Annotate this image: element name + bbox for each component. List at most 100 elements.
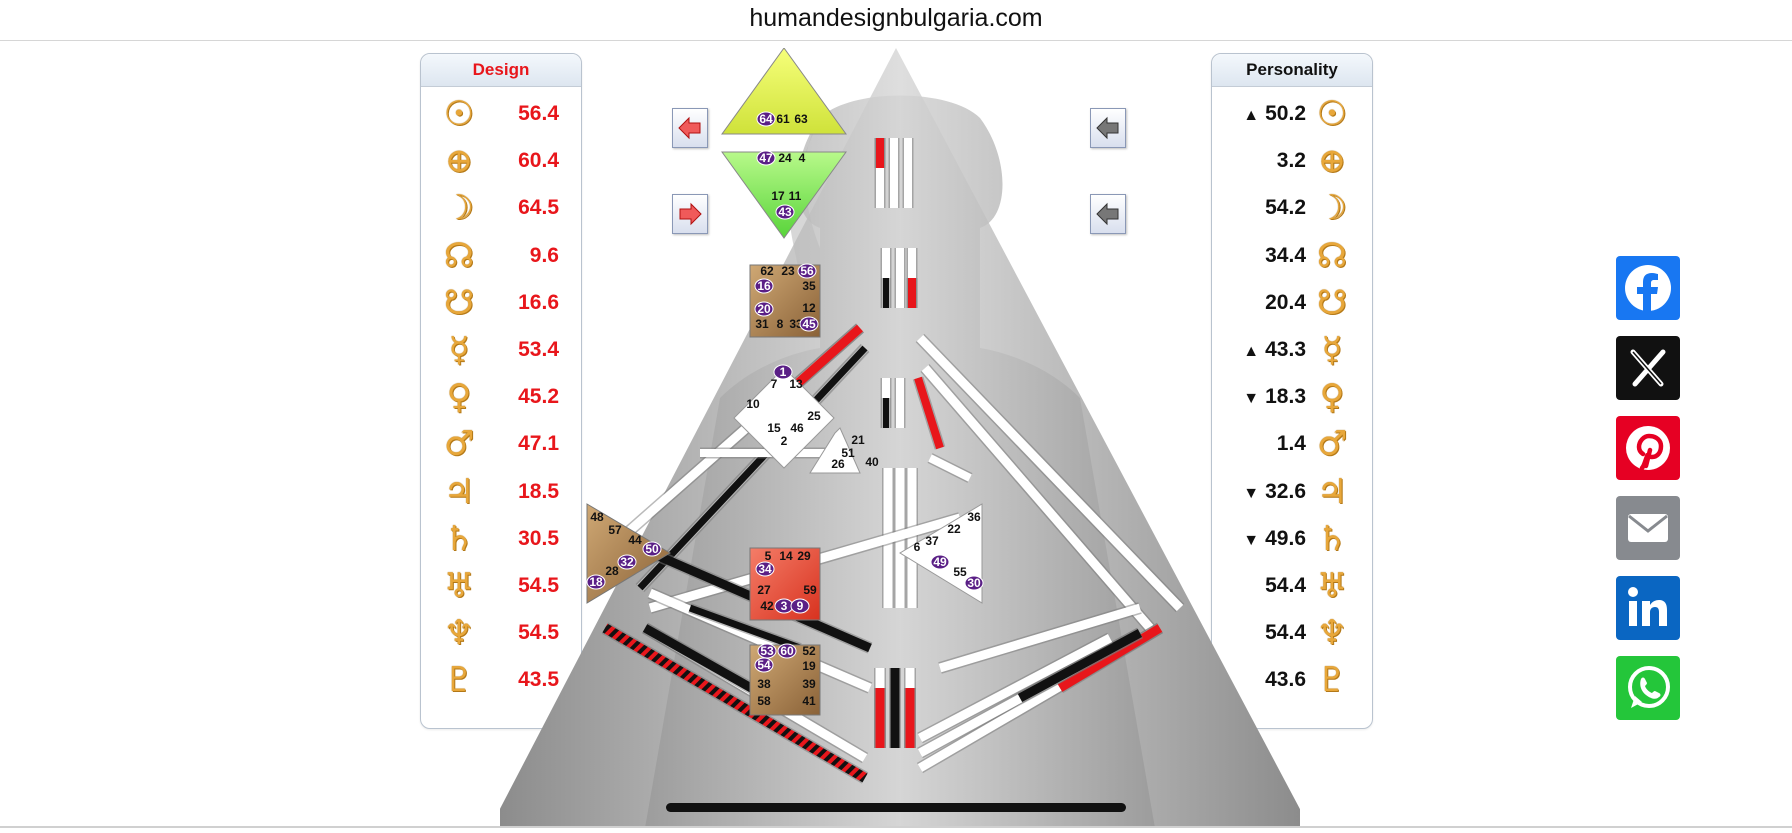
gate-34: 34 [758, 562, 772, 576]
design-row-south-node: ☋16.6 [421, 281, 581, 325]
design-value-earth: 60.4 [481, 139, 559, 183]
gate-badge-49 [930, 554, 950, 570]
design-value-pluto: 43.5 [481, 658, 559, 702]
design-arrow-button-1[interactable] [672, 108, 708, 148]
design-panel-title: Design [421, 54, 581, 87]
mercury-icon: ☿ [448, 330, 470, 370]
design-row-sun: ☉56.4 [421, 92, 581, 136]
gate-line-text: 49.6 [1265, 526, 1306, 550]
gate-line-text: 1.4 [1276, 432, 1306, 456]
design-arrow-button-2[interactable] [672, 194, 708, 234]
share-linkedin-button[interactable] [1616, 576, 1680, 640]
channel-25-51 [928, 454, 972, 482]
gate-45: 45 [802, 317, 816, 331]
x-icon [1630, 349, 1666, 387]
linkedin-icon [1628, 587, 1667, 626]
uranus-icon: ♅ [1316, 566, 1348, 606]
share-x-button[interactable] [1616, 336, 1680, 400]
north-node-icon: ☊ [443, 235, 475, 276]
personality-panel-title: Personality [1212, 54, 1372, 87]
bottom-divider [0, 826, 1792, 828]
gate-7: 7 [771, 377, 778, 391]
design-value-mercury: 53.4 [481, 328, 559, 372]
gate-6: 6 [914, 540, 921, 554]
exaltation-mark: ▼ [1243, 390, 1260, 408]
email-icon [1628, 514, 1668, 542]
address-bar[interactable]: humandesignbulgaria.com [0, 0, 1792, 41]
gate-3: 3 [781, 599, 788, 613]
personality-arrow-button-1[interactable] [1090, 108, 1126, 148]
gate-44: 44 [628, 533, 642, 547]
moon-icon: ☽ [1316, 188, 1348, 229]
exaltation-mark: ▼ [1243, 484, 1260, 502]
gate-36: 36 [967, 510, 981, 524]
gate-46: 46 [790, 421, 804, 435]
head-center [721, 47, 847, 135]
gate-21: 21 [851, 433, 865, 447]
south-node-icon: ☋ [443, 282, 475, 323]
share-whatsapp-button[interactable] [1616, 656, 1680, 720]
gate-line-text: 43.3 [1265, 338, 1306, 361]
personality-value-neptune: 54.4 [1222, 611, 1306, 655]
gate-4: 4 [799, 151, 806, 165]
gate-badge-30 [964, 575, 984, 591]
sacral-center [749, 547, 821, 621]
design-row-jupiter: ♃18.5 [421, 470, 581, 514]
gate-19: 19 [802, 659, 816, 673]
right-arrow-icon [679, 202, 702, 226]
personality-value-sun: ▲50.2 [1222, 92, 1306, 136]
gate-24: 24 [778, 151, 792, 165]
gate-47: 47 [759, 151, 773, 165]
gate-29: 29 [797, 549, 811, 563]
ajna-center [721, 151, 847, 239]
personality-value-saturn: ▼49.6 [1222, 517, 1306, 561]
gate-11: 11 [789, 189, 802, 203]
personality-value-north-node: 34.4 [1222, 234, 1306, 278]
gate-badge-47 [756, 150, 776, 166]
design-value-venus: 45.2 [481, 375, 559, 419]
gate-32: 32 [620, 555, 634, 569]
gate-badge-50 [642, 541, 662, 557]
personality-value-uranus: 54.4 [1222, 564, 1306, 608]
gate-30: 30 [967, 576, 981, 590]
moon-icon: ☽ [443, 188, 475, 229]
gate-14: 14 [779, 549, 793, 563]
gate-line-text: 50.2 [1265, 102, 1306, 125]
mars-icon: ♂ [1316, 424, 1348, 465]
gate-badge-34 [755, 561, 775, 577]
gate-line-text: 18.5 [518, 479, 559, 503]
channel-28-38-personality [642, 624, 763, 697]
gate-line-text: 34.4 [1265, 243, 1306, 267]
pinterest-icon [1626, 426, 1670, 471]
channel-55-39-personality [1017, 629, 1143, 702]
venus-icon: ♀ [1319, 377, 1345, 418]
personality-arrow-button-2[interactable] [1090, 194, 1126, 234]
gate-22: 22 [947, 522, 961, 536]
channel-32-54-personality [688, 604, 802, 652]
share-email-button[interactable] [1616, 496, 1680, 560]
gate-39: 39 [802, 677, 816, 691]
gate-56: 56 [800, 264, 814, 278]
home-indicator[interactable] [666, 803, 1126, 812]
site-url[interactable]: humandesignbulgaria.com [749, 4, 1043, 32]
earth-icon: ⊕ [444, 141, 474, 182]
share-pinterest-button[interactable] [1616, 416, 1680, 480]
gate-line-text: 54.5 [518, 621, 559, 645]
gate-5: 5 [765, 549, 772, 563]
earth-icon: ⊕ [1317, 141, 1347, 182]
gate-badge-45 [799, 316, 819, 332]
design-value-jupiter: 18.5 [481, 470, 559, 514]
design-value-sun: 56.4 [481, 92, 559, 136]
design-value-south-node: 16.6 [481, 281, 559, 325]
gate-badge-60 [777, 643, 797, 659]
gate-28: 28 [605, 564, 619, 578]
gate-61: 61 [776, 112, 790, 126]
design-row-uranus: ♅54.5 [421, 564, 581, 608]
share-facebook-button[interactable] [1616, 256, 1680, 320]
gate-59: 59 [803, 583, 817, 597]
personality-value-earth: 3.2 [1222, 139, 1306, 183]
uranus-icon: ♅ [443, 566, 475, 606]
venus-icon: ♀ [446, 377, 472, 418]
personality-value-south-node: 20.4 [1222, 281, 1306, 325]
personality-row-neptune: ♆54.4 [1212, 611, 1372, 655]
